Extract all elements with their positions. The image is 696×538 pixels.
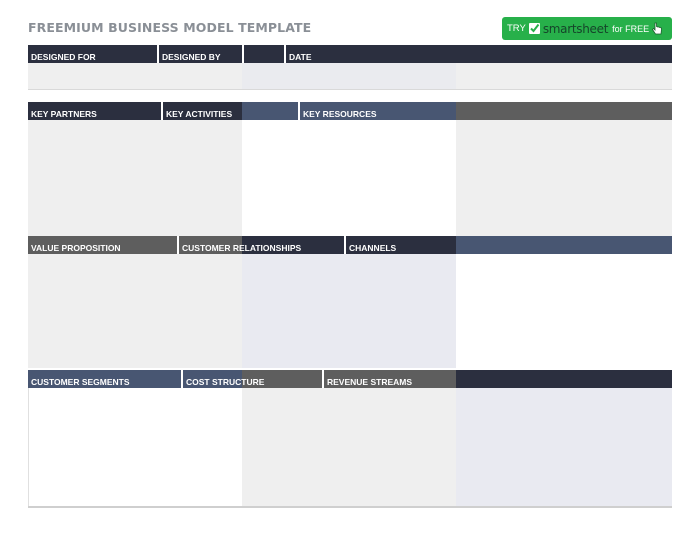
key-partners-label: KEY PARTNERS <box>31 109 97 119</box>
header-divider <box>298 102 300 120</box>
header-segment <box>242 236 456 254</box>
badge-try-label: TRY <box>507 23 526 34</box>
designed-for-field[interactable] <box>28 63 242 89</box>
designed-by-field[interactable] <box>242 63 456 89</box>
key-partners-cell[interactable] <box>28 120 242 236</box>
cost-structure-label: COST STRUCTURE <box>186 377 265 387</box>
section1-header-bar: KEY PARTNERS KEY ACTIVITIES KEY RESOURCE… <box>28 102 672 120</box>
section3-header-bar: CUSTOMER SEGMENTS COST STRUCTURE REVENUE… <box>28 370 672 388</box>
value-proposition-cell[interactable] <box>28 254 242 368</box>
header-divider <box>181 370 183 388</box>
header-segment <box>456 370 672 388</box>
key-activities-cell[interactable] <box>242 120 456 236</box>
revenue-streams-label: REVENUE STREAMS <box>327 377 413 387</box>
revenue-streams-cell[interactable] <box>456 388 672 506</box>
header-segment <box>456 236 672 254</box>
header-divider <box>284 45 286 63</box>
customer-segments-label: CUSTOMER SEGMENTS <box>31 377 130 387</box>
designed-for-label: DESIGNED FOR <box>31 52 96 62</box>
header-divider <box>322 370 324 388</box>
customer-relationships-label: CUSTOMER RELATIONSHIPS <box>182 243 302 253</box>
header-segment <box>28 102 242 120</box>
row-border <box>28 89 672 90</box>
date-label: DATE <box>289 52 312 62</box>
date-field[interactable] <box>456 63 672 89</box>
header-segment <box>242 102 456 120</box>
meta-header-bar: DESIGNED FOR DESIGNED BY DATE <box>28 45 672 63</box>
checkbox-icon <box>528 23 540 34</box>
header-divider <box>177 236 179 254</box>
try-smartsheet-button[interactable]: TRY smartsheet for FREE <box>502 17 672 40</box>
badge-brand: smartsheet <box>542 21 609 36</box>
header-divider <box>344 236 346 254</box>
header-segment <box>28 236 242 254</box>
key-resources-label: KEY RESOURCES <box>303 109 377 119</box>
hand-cursor-icon <box>651 22 663 36</box>
header-segment <box>28 370 242 388</box>
header-divider <box>161 102 163 120</box>
customer-segments-cell[interactable] <box>28 388 242 506</box>
key-resources-cell[interactable] <box>456 120 672 236</box>
header-divider <box>157 45 159 63</box>
customer-relationships-cell[interactable] <box>242 254 456 368</box>
channels-label: CHANNELS <box>349 243 397 253</box>
header-segment <box>242 370 456 388</box>
section2-header-bar: VALUE PROPOSITION CUSTOMER RELATIONSHIPS… <box>28 236 672 254</box>
header-divider <box>242 45 244 63</box>
bottom-border <box>28 506 672 508</box>
value-proposition-label: VALUE PROPOSITION <box>31 243 121 253</box>
channels-cell[interactable] <box>456 254 672 368</box>
designed-by-label: DESIGNED BY <box>162 52 221 62</box>
badge-free-label: for FREE <box>612 23 650 34</box>
cost-structure-cell[interactable] <box>242 388 456 506</box>
header-segment <box>456 102 672 120</box>
page-title: FREEMIUM BUSINESS MODEL TEMPLATE <box>28 20 312 35</box>
key-activities-label: KEY ACTIVITIES <box>166 109 233 119</box>
